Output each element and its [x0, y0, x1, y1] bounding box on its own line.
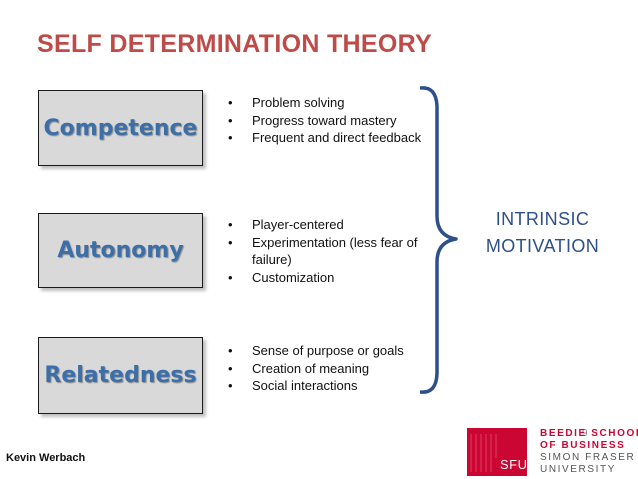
list-item: Progress toward mastery: [222, 112, 422, 130]
intrinsic-line1: INTRINSIC: [495, 209, 590, 229]
list-item: Sense of purpose or goals: [222, 342, 422, 360]
list-item: Player-centered: [222, 216, 422, 234]
relatedness-label: Relatedness: [44, 363, 197, 388]
autonomy-box: Autonomy: [38, 213, 203, 288]
list-item: Customization: [222, 269, 422, 287]
relatedness-bullets: Sense of purpose or goals Creation of me…: [222, 342, 422, 395]
sfu-beedie-logo: SFU BEEDIE SCHOOL OF BUSINESS SIMON FRAS…: [467, 428, 638, 476]
logo-wordmark: BEEDIE SCHOOL OF BUSINESS SIMON FRASER U…: [540, 428, 638, 476]
slide-title: SELF DETERMINATION THEORY: [37, 30, 432, 58]
competence-label: Competence: [43, 115, 198, 141]
competence-box: Competence: [38, 90, 203, 166]
curly-brace: [420, 86, 458, 394]
logo-line-2: OF BUSINESS: [540, 440, 626, 451]
sfu-logo-mark: SFU: [467, 428, 527, 476]
logo-line-3: SIMON FRASER: [540, 452, 636, 463]
author-name: Kevin Werbach: [6, 452, 86, 464]
autonomy-label: Autonomy: [57, 238, 184, 263]
list-item: Problem solving: [222, 94, 422, 112]
sfu-logo-stripes: [470, 434, 497, 472]
logo-line-1: BEEDIE SCHOOL: [540, 428, 638, 439]
sfu-logo-text: SFU: [500, 457, 527, 472]
slide-number: 9: [582, 428, 588, 439]
competence-bullets: Problem solving Progress toward mastery …: [222, 94, 422, 147]
intrinsic-motivation: INTRINSIC MOTIVATION: [470, 206, 615, 260]
list-item: Creation of meaning: [222, 360, 422, 378]
list-item: Frequent and direct feedback: [222, 129, 422, 147]
logo-line-4: UNIVERSITY: [540, 464, 617, 475]
intrinsic-line2: MOTIVATION: [485, 236, 600, 256]
list-item: Experimentation (less fear of failure): [222, 234, 422, 269]
autonomy-bullets: Player-centered Experimentation (less fe…: [222, 216, 422, 286]
list-item: Social interactions: [222, 377, 422, 395]
relatedness-box: Relatedness: [38, 337, 203, 414]
